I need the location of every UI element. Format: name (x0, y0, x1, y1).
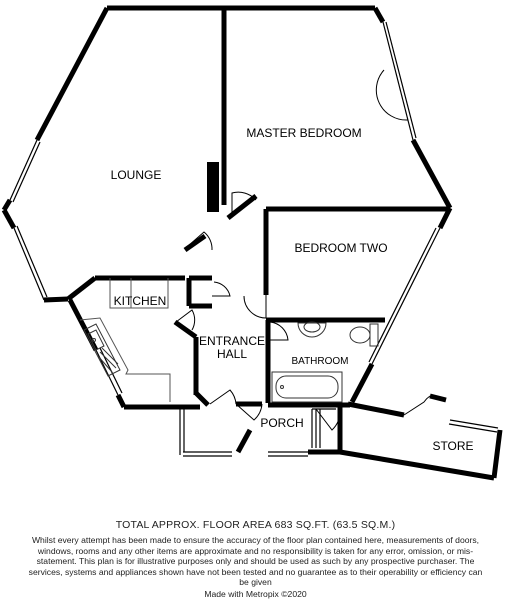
credit-text: Made with Metropix ©2020 (204, 589, 307, 599)
room-label-store: STORE (432, 439, 473, 453)
bath-icon (271, 371, 343, 403)
room-label-bedroom-two: BEDROOM TWO (294, 241, 387, 255)
washbasin-icon (297, 321, 327, 338)
porch-frame (179, 408, 336, 455)
toilet-icon (349, 323, 379, 347)
room-label-entrance-hall-line2: HALL (217, 347, 247, 361)
kitchen-units (79, 278, 171, 402)
room-label-lounge: LOUNGE (111, 168, 162, 182)
outer-walls (1, 5, 453, 410)
floor-plan: LOUNGE MASTER BEDROOM BEDROOM TWO KITCHE… (1, 5, 503, 481)
room-label-master-bedroom: MASTER BEDROOM (246, 126, 361, 140)
door-swings (175, 69, 431, 431)
room-label-porch: PORCH (260, 416, 303, 430)
room-label-kitchen: KITCHEN (114, 294, 167, 308)
room-label-bathroom: BATHROOM (291, 356, 348, 367)
room-label-entrance-hall-line1: ENTRANCE (199, 334, 265, 348)
windows (9, 21, 499, 457)
disclaimer-text: Whilst every attempt has been made to en… (28, 535, 483, 588)
kitchen-sink-icon (83, 323, 121, 377)
floor-area-caption: TOTAL APPROX. FLOOR AREA 683 SQ.FT. (63.… (115, 519, 396, 531)
